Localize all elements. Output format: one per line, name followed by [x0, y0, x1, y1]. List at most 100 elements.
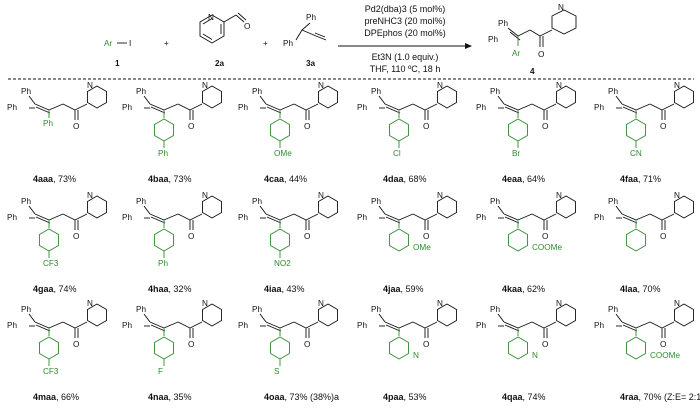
aryl-bond — [661, 213, 675, 221]
yield-caption: 4qaa, 74% — [502, 392, 546, 402]
pyridine-n-label: N — [87, 191, 93, 200]
ch2-bond — [48, 213, 64, 221]
alkene-bond-2 — [35, 216, 51, 224]
carbonyl-o-label: O — [423, 122, 429, 131]
yield-value: , 73% — [169, 174, 192, 184]
pyridine-ring — [437, 195, 457, 219]
substituent-label: CF3 — [43, 367, 59, 376]
aryl-ring — [626, 336, 646, 360]
yield-caption: 4gaa, 74% — [33, 284, 77, 294]
condition-base: Et3N (1.0 equiv.) — [372, 52, 439, 62]
aryl-bond — [305, 321, 319, 329]
c-c-bond — [615, 95, 623, 105]
ketone-bond — [177, 213, 191, 221]
pyridine-ring — [87, 195, 107, 219]
c-c-bond — [259, 313, 267, 323]
ph-label-left: Ph — [594, 213, 604, 222]
aryl-bond — [661, 103, 675, 111]
aryl-ring — [39, 336, 59, 360]
alkene-bond-2 — [266, 216, 282, 224]
ph-label-top: Ph — [608, 197, 618, 206]
ph-label-top: Ph — [371, 87, 381, 96]
c-c-bond — [28, 95, 36, 105]
ch2-bond — [48, 103, 64, 111]
compound-number: 4jaa — [383, 284, 402, 294]
carbonyl-o-label: O — [73, 340, 79, 349]
ketone-bond — [62, 103, 76, 111]
compound-number: 4naa — [148, 392, 170, 402]
alkene-bond-2 — [622, 106, 638, 114]
ph-label-top: Ph — [136, 305, 146, 314]
ph-label-top: Ph — [608, 305, 618, 314]
yield-caption: 4jaa, 59% — [383, 284, 424, 294]
aldehyde-o-label: O — [244, 22, 250, 31]
aryl-bond — [424, 213, 438, 221]
ch2-bond — [48, 321, 64, 329]
c-c-bond — [143, 205, 151, 215]
product-ar-label: Ar — [512, 49, 520, 58]
yield-value: , 62% — [522, 284, 545, 294]
yield-value: , 64% — [522, 174, 545, 184]
yield-caption: 4oaa, 73% (38%)a — [264, 392, 339, 402]
ph-label-left: Ph — [238, 321, 248, 330]
aryl-ring — [154, 118, 174, 142]
alkene-bond-2 — [622, 216, 638, 224]
ph-label-left: Ph — [7, 321, 17, 330]
aryl-ring — [389, 118, 409, 142]
alkene-bond — [503, 321, 519, 329]
carbonyl-o-label: O — [304, 340, 310, 349]
aryl-bond — [543, 213, 557, 221]
pyridine-n-label: N — [556, 191, 562, 200]
yield-value: , 53% — [404, 392, 427, 402]
aryl-bond — [74, 321, 88, 329]
aryl-bond — [424, 103, 438, 111]
product-number-4: 4 — [530, 67, 535, 76]
aryl-ring — [626, 228, 646, 252]
compound-number: 4laa — [620, 284, 639, 294]
c-c-bond — [497, 95, 505, 105]
aryl-bond — [189, 103, 203, 111]
ketone-bond — [293, 213, 307, 221]
alkene-bond-2 — [385, 106, 401, 114]
c-c-bond — [259, 95, 267, 105]
pyridine-n-label: N — [437, 191, 443, 200]
ph-label-left: Ph — [476, 321, 486, 330]
c-c-bond — [378, 95, 386, 105]
ph-label-left: Ph — [594, 321, 604, 330]
aryl-bond — [74, 103, 88, 111]
ph-label-left: Ph — [476, 103, 486, 112]
reaction-arrowhead — [465, 43, 472, 49]
yield-value: , 66% — [56, 392, 79, 402]
ch2-bond — [517, 103, 533, 111]
alkene-bond-2 — [504, 106, 520, 114]
yield-caption: 4caa, 44% — [264, 174, 307, 184]
compound-number: 4qaa — [502, 392, 524, 402]
alkene-bond — [384, 213, 400, 221]
c-c-bond — [615, 205, 623, 215]
aryl-bond — [543, 321, 557, 329]
allene-ph-top: Ph — [306, 13, 316, 22]
substituent-label: N — [532, 351, 538, 360]
pyridine-ring — [556, 303, 576, 327]
alkene-bond — [34, 321, 50, 329]
c-c-bond — [28, 205, 36, 215]
yield-caption: 4naa, 35% — [148, 392, 192, 402]
alkene-bond-2 — [35, 324, 51, 332]
yield-caption: 4aaa, 73% — [33, 174, 76, 184]
pyridine-ring — [318, 85, 338, 109]
alkene-bond-2 — [150, 324, 166, 332]
alkene-bond-2 — [35, 106, 51, 114]
compound-number: 4kaa — [502, 284, 523, 294]
yield-value: , 70% — [638, 284, 661, 294]
ch2-bond — [279, 103, 295, 111]
allene-ph-left: Ph — [283, 39, 293, 48]
alkene-bond — [384, 321, 400, 329]
